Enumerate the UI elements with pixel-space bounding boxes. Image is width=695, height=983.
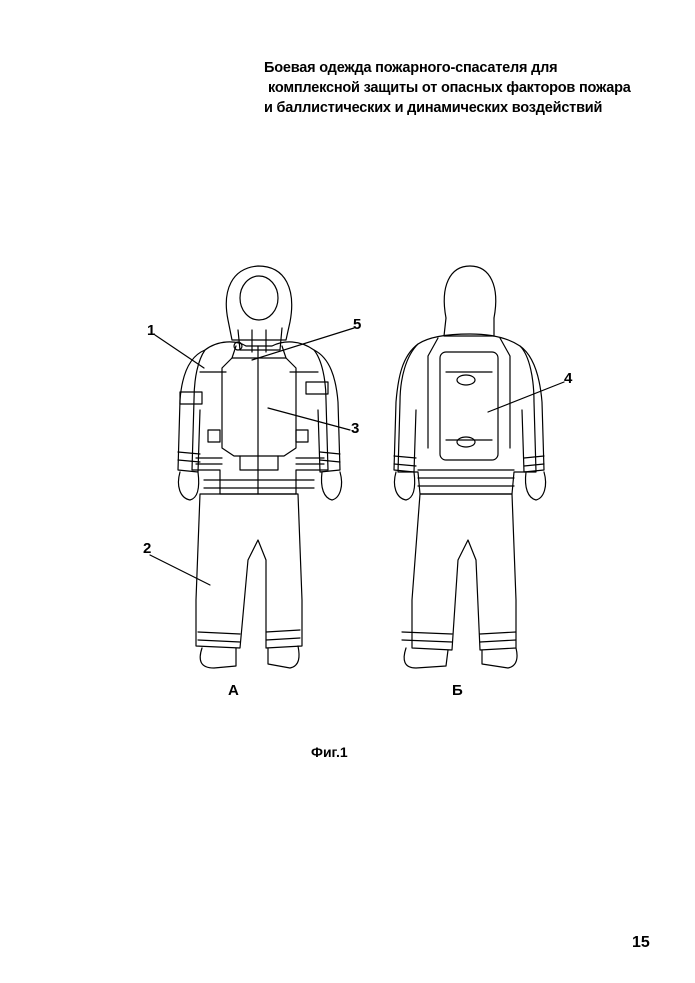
callout-2: 2 [143, 540, 152, 557]
title-line-1: Боевая одежда пожарного-спасателя для [264, 60, 558, 76]
front-view-figure [149, 265, 355, 669]
figure-caption: Фиг.1 [311, 744, 348, 760]
front-view-label: А [228, 682, 239, 699]
back-view-figure [393, 265, 565, 669]
callout-3: 3 [351, 420, 360, 437]
document-title: Боевая одежда пожарного-спасателя для ко… [264, 58, 664, 118]
callout-4: 4 [564, 370, 573, 387]
back-view-label: Б [452, 682, 463, 699]
page-number: 15 [632, 934, 650, 951]
callout-1: 1 [147, 322, 156, 339]
title-line-3: и баллистических и динамических воздейст… [264, 100, 603, 116]
callout-5: 5 [353, 316, 362, 333]
title-line-2: комплексной защиты от опасных факторов п… [268, 80, 631, 96]
